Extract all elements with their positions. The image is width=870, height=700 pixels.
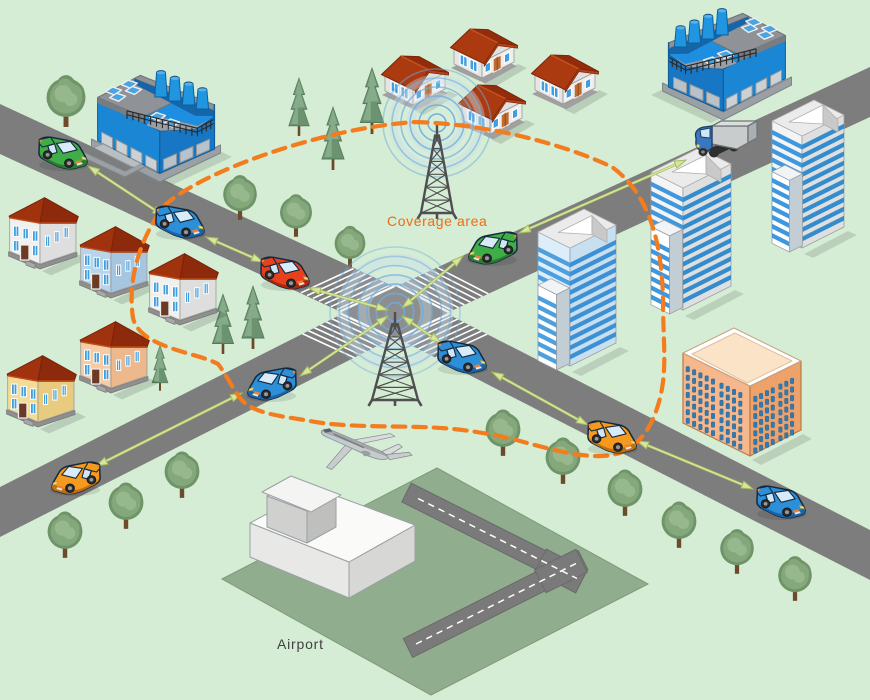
svg-text:Coverage area: Coverage area: [387, 213, 487, 229]
svg-text:Airport: Airport: [277, 636, 324, 652]
